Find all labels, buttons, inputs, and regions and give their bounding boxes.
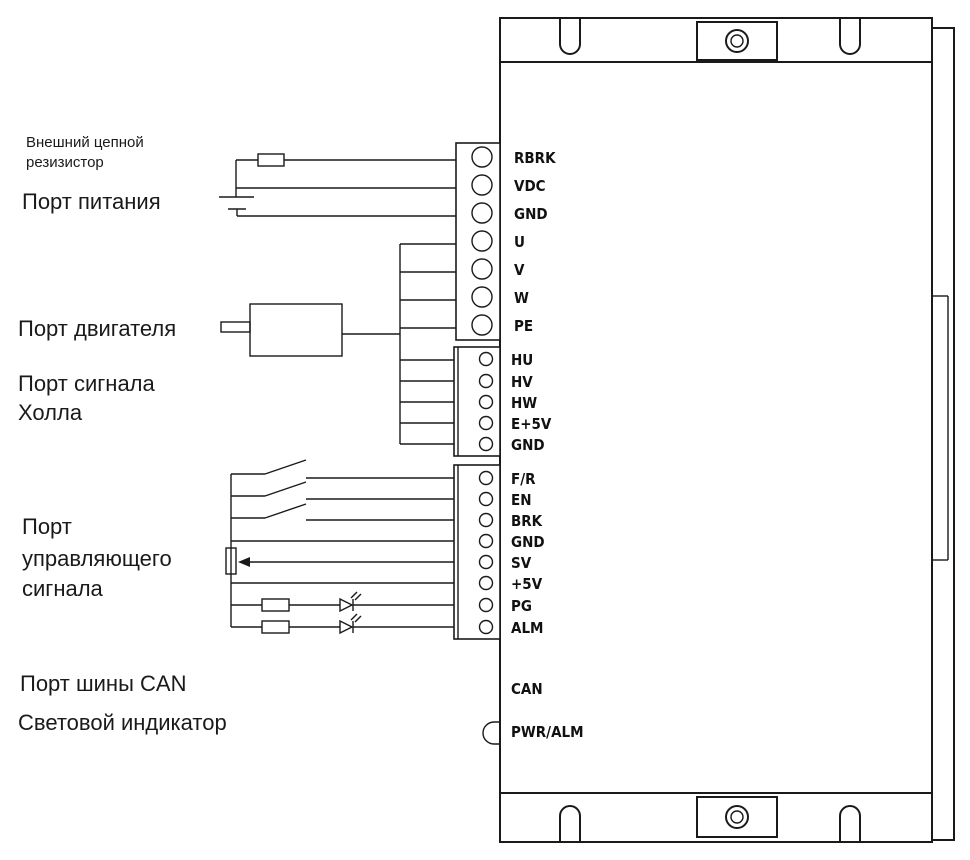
motor-shaft-icon <box>220 321 251 333</box>
motor-port-label: Порт двигателя <box>18 316 176 341</box>
pin-label-pwr-alm: PWR/ALM <box>511 723 584 741</box>
pin-label-alm: ALM <box>511 619 543 637</box>
indicator-label: Световой индикатор <box>18 710 227 735</box>
power-terminal-block: RBRK VDC GND U V W PE <box>455 142 556 341</box>
pin-label-5v: +5V <box>511 575 543 593</box>
screw-icon <box>478 436 494 452</box>
motor-icon <box>249 303 343 357</box>
power-terminal-screws <box>471 146 493 336</box>
pin-label-hall-gnd: GND <box>511 436 545 454</box>
control-port-label-line2: управляющего <box>22 546 172 571</box>
screw-icon <box>471 146 493 168</box>
pin-label-gnd: GND <box>514 205 548 223</box>
screw-icon <box>471 258 493 280</box>
pin-label-hw: HW <box>511 394 537 412</box>
screw-icon <box>478 394 494 410</box>
pin-label-brk: BRK <box>511 512 543 530</box>
control-port-label-line3: сигнала <box>22 576 104 601</box>
pin-label-v: V <box>514 261 525 279</box>
power-port-label: Порт питания <box>22 189 161 214</box>
led-icon <box>339 613 362 635</box>
control-wiring <box>225 459 454 635</box>
arrow-icon <box>238 557 250 567</box>
pin-label-u: U <box>514 233 525 251</box>
screw-icon <box>471 286 493 308</box>
pin-label-pg: PG <box>511 597 532 615</box>
external-resistor-label-line1: Внешний цепной <box>26 134 144 151</box>
hall-port-label-line2: Холла <box>18 400 83 425</box>
control-port-label-line1: Порт <box>22 514 72 539</box>
hall-port-label-line1: Порт сигнала <box>18 371 156 396</box>
control-terminal-block: F/R EN BRK GND SV +5V PG ALM <box>453 464 545 640</box>
pin-label-can: CAN <box>511 680 543 698</box>
pin-label-sv: SV <box>511 554 532 572</box>
screw-icon <box>478 512 494 528</box>
pin-label-pe: PE <box>514 317 533 335</box>
pin-label-vdc: VDC <box>514 177 546 195</box>
pin-label-hv: HV <box>511 373 533 391</box>
screw-icon <box>471 314 493 336</box>
battery-icon <box>219 196 254 210</box>
pin-label-e5v: E+5V <box>511 415 552 433</box>
resistor-icon <box>261 598 290 612</box>
pin-label-rbrk: RBRK <box>514 149 556 167</box>
led-icon <box>339 591 362 613</box>
screw-icon <box>478 597 494 613</box>
switch-icon <box>264 481 307 497</box>
pin-label-hu: HU <box>511 351 533 369</box>
external-resistor-label-line2: резизистор <box>26 154 104 171</box>
screw-icon <box>478 554 494 570</box>
pin-label-en: EN <box>511 491 532 509</box>
screw-icon <box>471 230 493 252</box>
screw-icon <box>478 415 494 431</box>
driver-housing <box>482 17 955 843</box>
switch-icon <box>264 459 307 475</box>
motor-wiring <box>220 243 456 445</box>
potentiometer-icon <box>225 547 237 575</box>
screw-icon <box>478 351 494 367</box>
power-wiring <box>219 153 456 217</box>
screw-icon <box>478 491 494 507</box>
screw-icon <box>471 202 493 224</box>
switch-icon <box>264 503 307 519</box>
hall-terminal-block: HU HV HW E+5V GND <box>453 346 552 457</box>
screw-icon <box>471 174 493 196</box>
resistor-icon <box>257 153 285 167</box>
can-port-label: Порт шины CAN <box>20 671 186 696</box>
screw-icon <box>478 533 494 549</box>
screw-icon <box>478 373 494 389</box>
pin-label-w: W <box>514 289 529 307</box>
screw-icon <box>478 470 494 486</box>
pin-label-fr: F/R <box>511 470 536 488</box>
pin-label-ctrl-gnd: GND <box>511 533 545 551</box>
screw-icon <box>478 575 494 591</box>
resistor-icon <box>261 620 290 634</box>
screw-icon <box>478 619 494 635</box>
